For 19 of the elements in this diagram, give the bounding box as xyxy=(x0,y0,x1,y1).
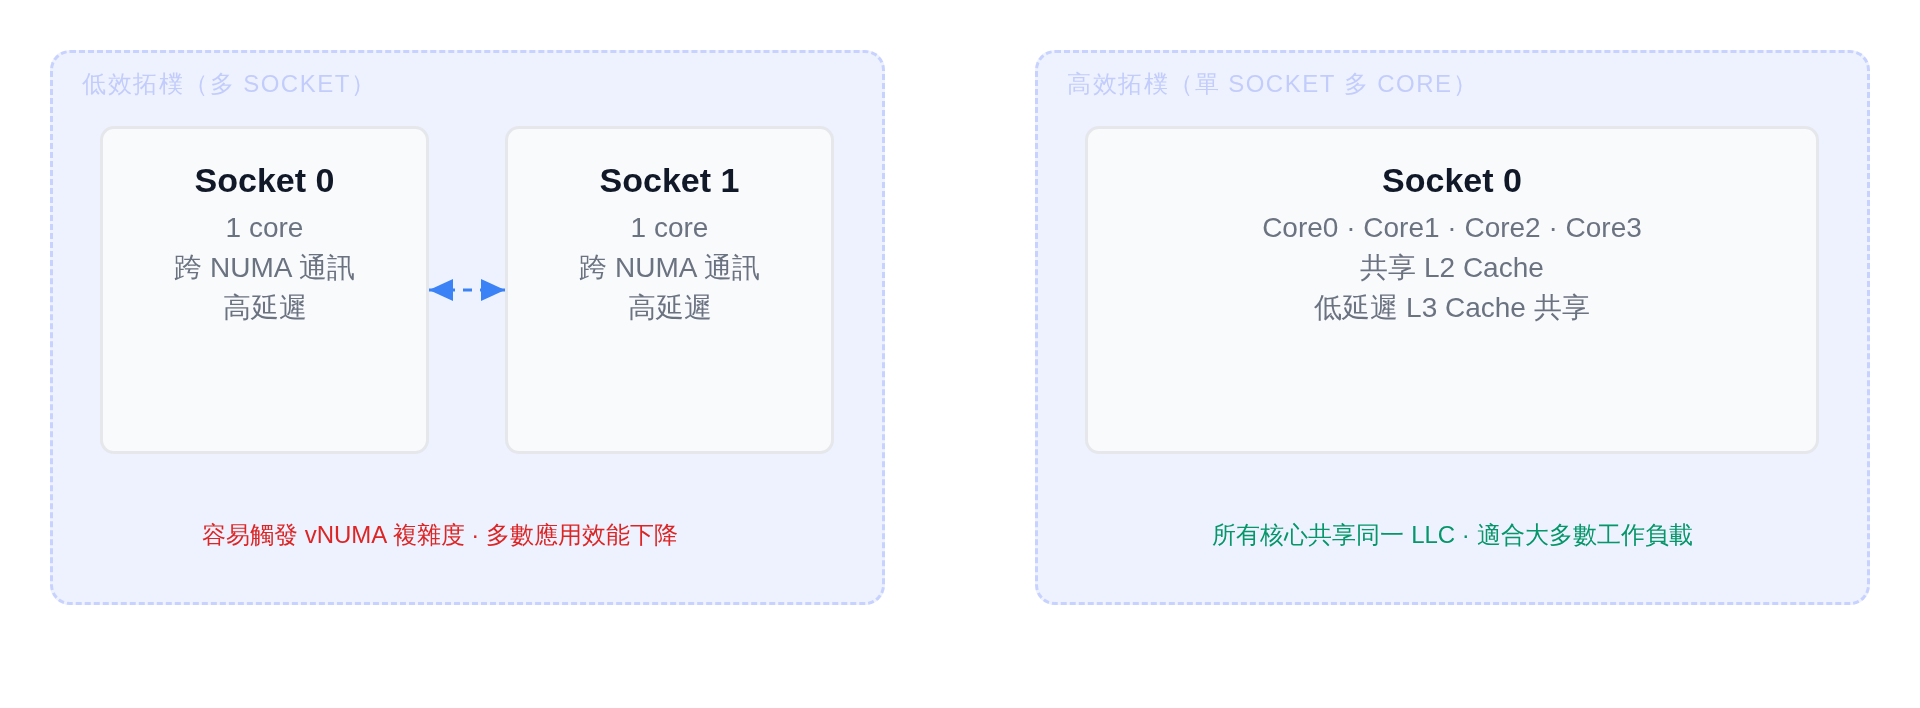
note-text: 所有核心共享同一 LLC · 適合大多數工作負載 xyxy=(1212,520,1693,549)
socket-title: Socket 0 xyxy=(194,160,335,201)
socket-detail: 跨 NUMA 通訊 xyxy=(579,251,760,285)
topology-panel xyxy=(1035,50,1870,605)
socket-detail: 低延遲 L3 Cache 共享 xyxy=(1314,291,1590,325)
socket-detail: 共享 L2 Cache xyxy=(1360,251,1544,285)
socket-detail: 1 core xyxy=(225,211,304,245)
socket-detail: 高延遲 xyxy=(222,291,307,325)
socket-box xyxy=(505,126,834,454)
socket-detail: Core0 · Core1 · Core2 · Core3 xyxy=(1262,211,1642,245)
socket-detail: 跨 NUMA 通訊 xyxy=(174,251,355,285)
socket-detail: 1 core xyxy=(630,211,709,245)
socket-box xyxy=(100,126,429,454)
socket-detail: 高延遲 xyxy=(627,291,712,325)
topology-panel xyxy=(50,50,885,605)
socket-title: Socket 0 xyxy=(1382,160,1522,201)
note-text: 容易觸發 vNUMA 複雜度 · 多數應用效能下降 xyxy=(202,520,678,549)
socket-title: Socket 1 xyxy=(599,160,740,201)
double-headed-arrow xyxy=(429,279,505,301)
